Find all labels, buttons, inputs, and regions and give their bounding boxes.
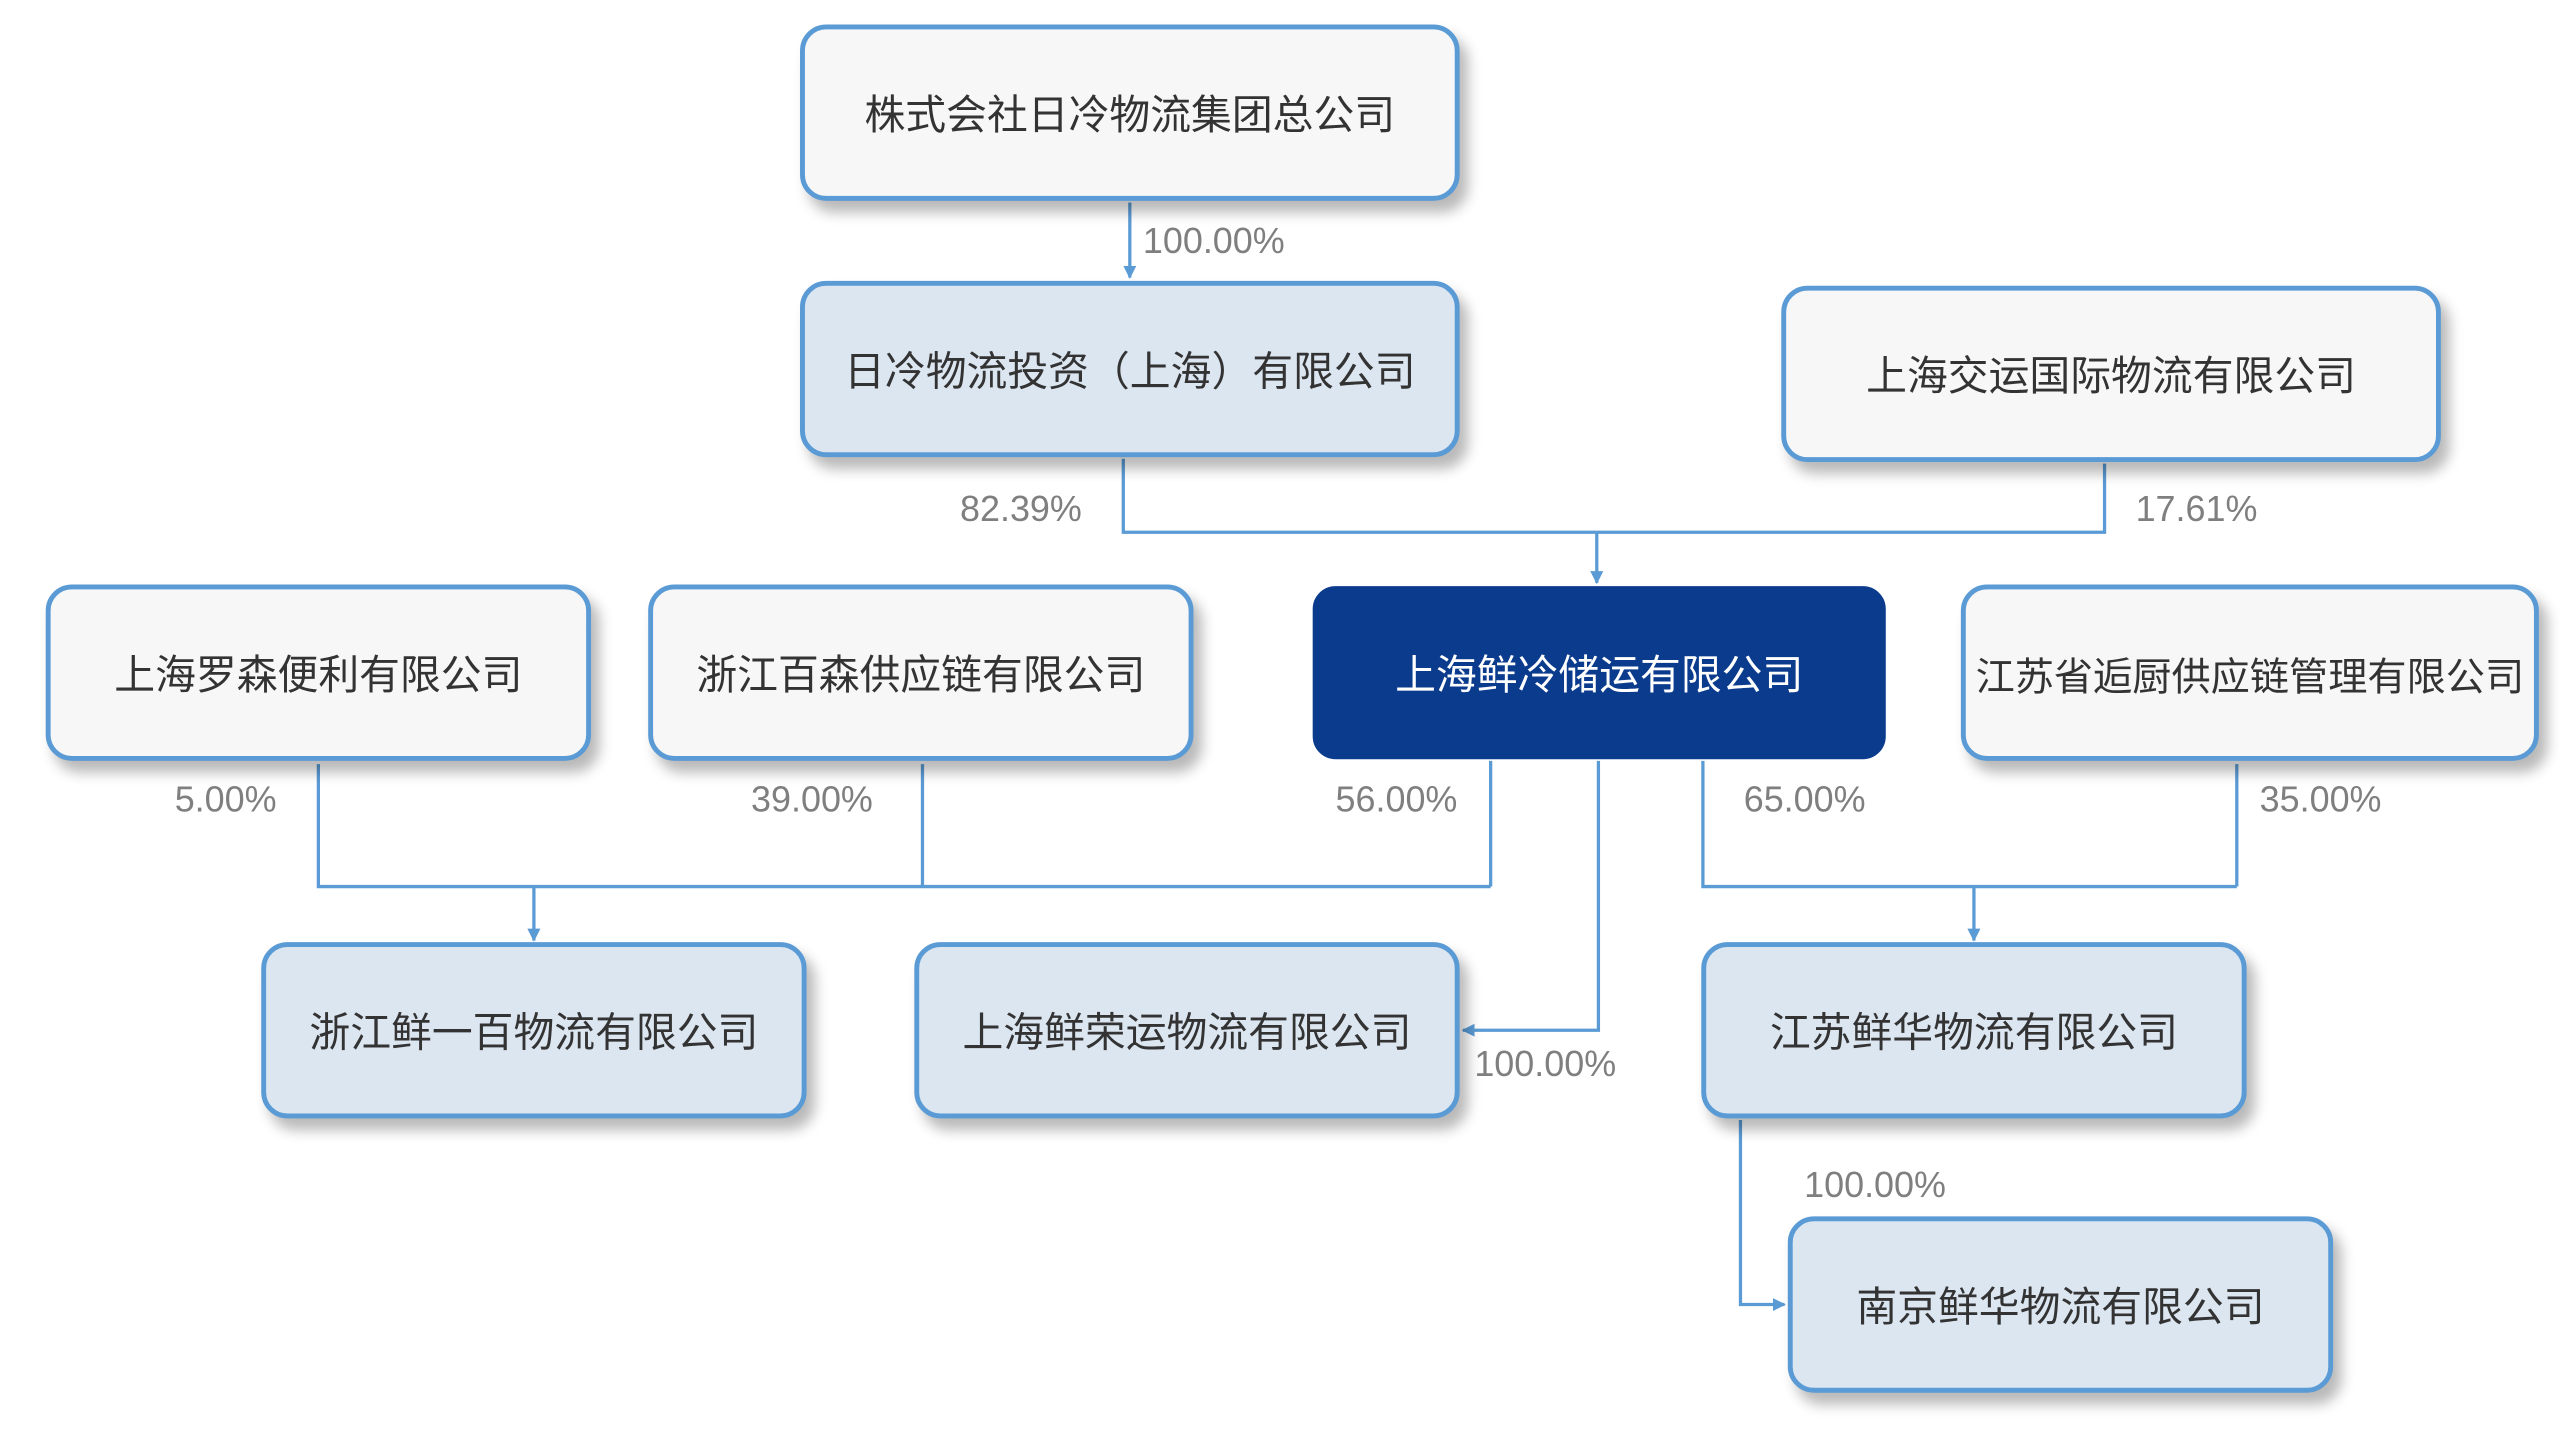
edge-xianleng-to-jsxianhua <box>1701 760 2237 889</box>
node-label: 上海鲜冷储运有限公司 <box>1395 651 1804 699</box>
pct-group-to-invest: 100.00% <box>1142 220 1285 262</box>
node-label: 南京鲜华物流有限公司 <box>1856 1283 2265 1331</box>
pct-xianleng-to-xianrong: 100.00% <box>1474 1043 1617 1085</box>
pct-xianleng-to-xianyibai: 56.00% <box>1335 778 1458 820</box>
edge-jiaoyun-to-xianleng <box>1596 463 2107 534</box>
node-label: 江苏省逅厨供应链管理有限公司 <box>1975 653 2525 700</box>
node-label: 日冷物流投资（上海）有限公司 <box>844 347 1416 396</box>
node-sh-xianleng[interactable]: 上海鲜冷储运有限公司 <box>1312 586 1886 760</box>
pct-baisen-to-xianyibai: 39.00% <box>751 778 873 820</box>
edge-lawson-to-xianyibai <box>316 764 1491 889</box>
edge-xianleng-to-xianrong <box>1461 760 1601 1037</box>
node-js-huichu[interactable]: 江苏省逅厨供应链管理有限公司 <box>1960 584 2539 761</box>
node-label: 上海罗森便利有限公司 <box>114 651 523 699</box>
pct-jiaoyun-to-xianleng: 17.61% <box>2135 488 2258 529</box>
node-nichirei-invest[interactable]: 日冷物流投资（上海）有限公司 <box>800 280 1460 458</box>
edge-jsxianhua-to-njxianhua <box>1738 1120 1786 1312</box>
node-sh-jiaoyun[interactable]: 上海交运国际物流有限公司 <box>1781 285 2441 463</box>
pct-xianleng-to-jsxianhua: 65.00% <box>1743 778 1866 820</box>
node-js-xianhua[interactable]: 江苏鲜华物流有限公司 <box>1701 942 2247 1119</box>
node-label: 上海鲜荣运物流有限公司 <box>962 1009 1412 1057</box>
node-nj-xianhua[interactable]: 南京鲜华物流有限公司 <box>1787 1216 2334 1393</box>
node-zj-baisen[interactable]: 浙江百森供应链有限公司 <box>648 584 1194 761</box>
node-label: 上海交运国际物流有限公司 <box>1866 352 2356 401</box>
node-zj-xianyibai[interactable]: 浙江鲜一百物流有限公司 <box>261 942 807 1119</box>
node-label: 浙江鲜一百物流有限公司 <box>309 1009 759 1057</box>
pct-jsxianhua-to-njxianhua: 100.00% <box>1804 1164 1946 1205</box>
pct-lawson-to-xianyibai: 5.00% <box>174 778 277 820</box>
pct-invest-to-xianleng: 82.39% <box>960 488 1082 529</box>
node-sh-xianrong[interactable]: 上海鲜荣运物流有限公司 <box>914 942 1460 1119</box>
node-nichirei-group[interactable]: 株式会社日冷物流集团总公司 <box>800 24 1460 201</box>
edge-invest-to-xianleng <box>1121 458 1597 534</box>
node-label: 浙江百森供应链有限公司 <box>696 651 1146 699</box>
pct-huichu-to-jsxianhua: 35.00% <box>2259 778 2382 820</box>
node-label: 株式会社日冷物流集团总公司 <box>864 91 1396 139</box>
node-sh-lawson[interactable]: 上海罗森便利有限公司 <box>45 584 592 761</box>
node-label: 江苏鲜华物流有限公司 <box>1769 1009 2179 1057</box>
